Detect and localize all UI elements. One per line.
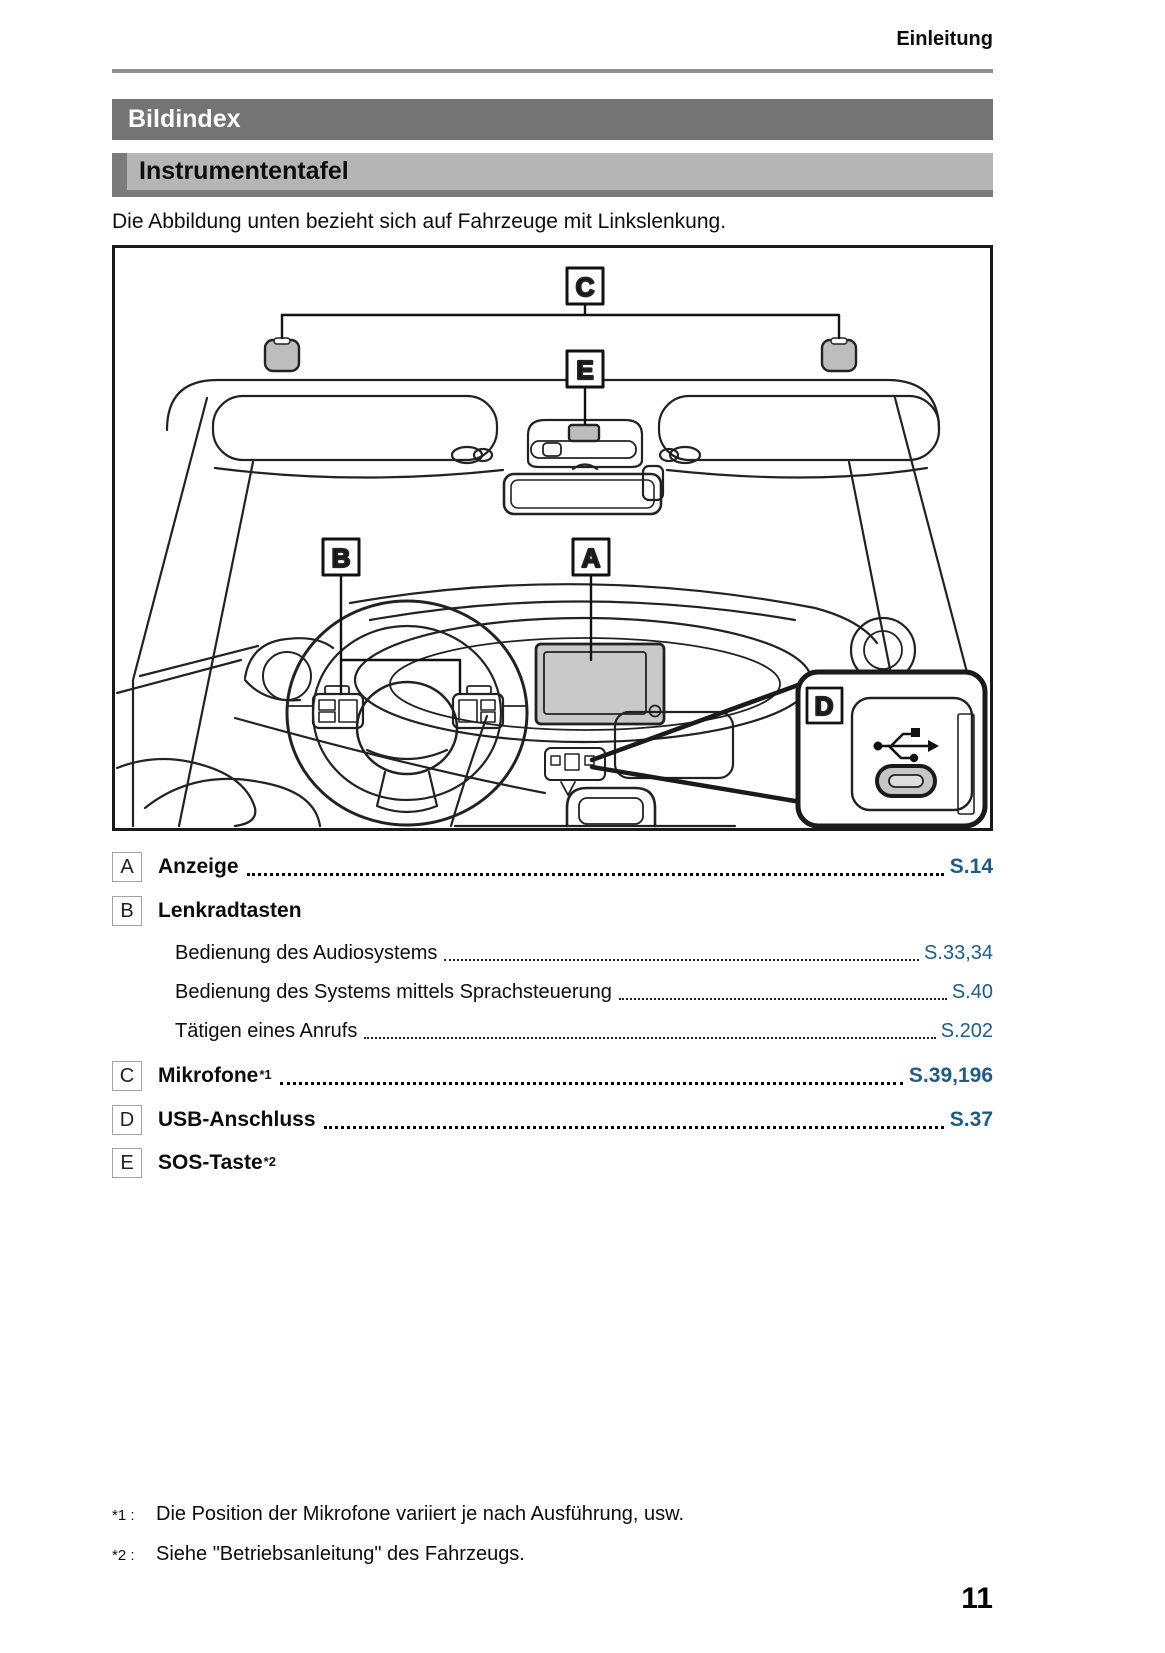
- index-label-sos: SOS-Taste: [158, 1151, 263, 1174]
- usb-symbol-icon: [873, 728, 939, 763]
- usb-inset: D: [795, 669, 988, 828]
- footnote-2-text: Siehe "Betriebsanleitung" des Fahrzeugs.: [156, 1543, 525, 1565]
- page-link-anruf[interactable]: S.202: [940, 1020, 993, 1042]
- banner-instrumententafel-label: Instrumententafel: [139, 157, 349, 185]
- page-link-usb[interactable]: S.37: [949, 1108, 993, 1131]
- index-row-sos: E SOS-Taste *2: [112, 1148, 993, 1178]
- index-key-c: C: [112, 1061, 142, 1091]
- overhead-console: [526, 418, 644, 469]
- callout-box-a: [571, 537, 611, 577]
- banner-bildindex-label: Bildindex: [128, 105, 241, 133]
- page-link-sprachsteuerung[interactable]: S.40: [951, 981, 993, 1003]
- footnote-1: *1 : Die Position der Mikrofone variiert…: [112, 1503, 993, 1526]
- banner-instrumententafel: Instrumententafel: [112, 153, 993, 197]
- page-link-anzeige[interactable]: S.14: [949, 855, 993, 878]
- index-label-lenkradtasten: Lenkradtasten: [158, 899, 302, 922]
- page-link-audiosystem[interactable]: S.33,34: [924, 942, 993, 964]
- steering-buttons-right: [451, 692, 505, 730]
- sos-button: [567, 423, 601, 443]
- page-number: 11: [961, 1582, 993, 1615]
- center-console: [544, 710, 735, 828]
- steering-buttons-left: [311, 692, 365, 730]
- dot-leader: [444, 959, 920, 961]
- footnote-ref-2: *2: [263, 1154, 276, 1169]
- footnote-ref-1: *1: [259, 1067, 272, 1082]
- inset-wedge-lines: [589, 681, 804, 805]
- banner-bildindex: Bildindex: [112, 99, 993, 140]
- callout-letters: C E B A: [331, 271, 602, 574]
- rearview-mirror: [502, 463, 665, 516]
- dashboard-illustration: D: [115, 266, 988, 828]
- image-index-list: A Anzeige S.14 B Lenkradtasten Bedienung…: [112, 846, 993, 1178]
- dot-leader: [618, 998, 947, 1000]
- footnote-2: *2 : Siehe "Betriebsanleitung" des Fahrz…: [112, 1543, 993, 1566]
- index-row-mikrofone: C Mikrofone *1 S.39,196: [112, 1061, 993, 1091]
- dot-leader: [279, 1082, 903, 1085]
- callout-box-c: [565, 266, 605, 306]
- callout-letter-e: E: [576, 355, 593, 385]
- subitem-label: Bedienung des Audiosystems: [175, 942, 438, 964]
- index-row-anzeige: A Anzeige S.14: [112, 852, 993, 882]
- page-link-mikrofone[interactable]: S.39,196: [908, 1064, 993, 1087]
- index-row-lenkradtasten: B Lenkradtasten: [112, 896, 993, 926]
- headliner-and-visors: [165, 378, 941, 479]
- callout-letter-b: B: [332, 543, 351, 573]
- header-divider: [112, 69, 993, 73]
- index-key-e: E: [112, 1148, 142, 1178]
- index-key-a: A: [112, 852, 142, 882]
- index-label-mikrofone: Mikrofone: [158, 1064, 259, 1087]
- index-subrow-audiosystem: Bedienung des Audiosystems S.33,34: [112, 939, 993, 967]
- usb-port-location: [544, 747, 606, 781]
- dot-leader: [364, 1037, 936, 1039]
- microphones: [263, 337, 858, 373]
- footnote-1-marker: *1 :: [112, 1507, 135, 1524]
- index-key-d: D: [112, 1105, 142, 1135]
- subitem-label: Bedienung des Systems mittels Sprachsteu…: [175, 981, 612, 1003]
- display-screen: [534, 642, 666, 726]
- index-subrow-anruf: Tätigen eines Anrufs S.202: [112, 1017, 993, 1045]
- callout-box-e: [565, 349, 605, 389]
- index-label-anzeige: Anzeige: [158, 855, 239, 878]
- callout-box-d: [805, 686, 844, 725]
- dot-leader: [246, 873, 944, 876]
- callout-lines: [280, 302, 841, 696]
- callout-letter-a: A: [582, 543, 601, 573]
- figure-frame: D: [112, 245, 993, 831]
- footnote-1-text: Die Position der Mikrofone variiert je n…: [156, 1503, 685, 1525]
- footnote-2-marker: *2 :: [112, 1547, 135, 1564]
- section-header: Einleitung: [896, 28, 993, 50]
- subitem-label: Tätigen eines Anrufs: [175, 1020, 358, 1042]
- index-row-usb: D USB-Anschluss S.37: [112, 1105, 993, 1135]
- index-label-usb: USB-Anschluss: [158, 1108, 316, 1131]
- steering-wheel: [285, 599, 529, 827]
- callout-letter-c: C: [576, 272, 595, 302]
- dot-leader: [323, 1126, 944, 1129]
- callout-boxes: [321, 266, 611, 577]
- callout-box-b: [321, 537, 361, 577]
- intro-text: Die Abbildung unten bezieht sich auf Fah…: [112, 210, 727, 233]
- callout-letter-d: D: [815, 691, 834, 721]
- index-subrow-sprachsteuerung: Bedienung des Systems mittels Sprachsteu…: [112, 978, 993, 1006]
- index-key-b: B: [112, 896, 142, 926]
